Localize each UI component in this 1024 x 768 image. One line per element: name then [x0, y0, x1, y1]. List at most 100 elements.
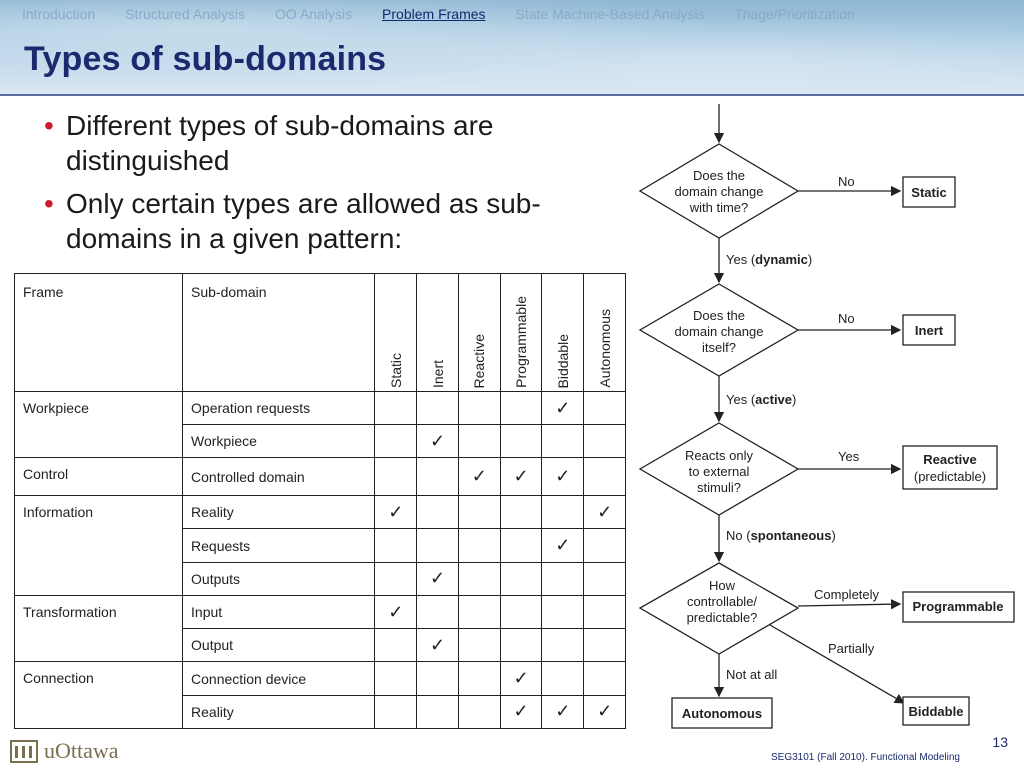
empty-cell [374, 457, 418, 497]
empty-cell [499, 594, 543, 630]
course-label: SEG3101 (Fall 2010). Functional Modeling [771, 752, 960, 763]
box-reactive: Reactive [923, 452, 976, 467]
nav-item-triage-prioritization[interactable]: Triage/Prioritization [734, 6, 855, 22]
check-icon: ✓ [457, 457, 501, 497]
subdomain-name: Reality [182, 694, 376, 730]
table-row: Workpiece✓ [15, 424, 626, 459]
subdomain-flowchart: Does the domain change with time? Does t… [638, 104, 1015, 729]
q1-line1: Does the [693, 168, 745, 183]
q1-line3: with time? [689, 200, 749, 215]
slide-title: Types of sub-domains [24, 40, 387, 78]
empty-cell [457, 561, 501, 596]
empty-cell [416, 661, 459, 696]
yes-active-label: Yes (active) [726, 392, 796, 407]
box-autonomous: Autonomous [682, 706, 762, 721]
check-icon: ✓ [541, 390, 585, 426]
check-icon: ✓ [416, 561, 459, 596]
check-icon: ✓ [374, 495, 418, 530]
empty-cell [457, 528, 501, 563]
footer: uOttawa 13 SEG3101 (Fall 2010). Function… [0, 734, 1024, 768]
q1-line2: domain change [675, 184, 764, 199]
check-icon: ✓ [499, 457, 543, 497]
check-icon: ✓ [499, 661, 543, 696]
empty-cell [499, 561, 543, 596]
bullet-icon: • [44, 110, 54, 141]
empty-cell [583, 628, 626, 663]
empty-cell [416, 390, 459, 426]
type-header-reactive: Reactive [457, 273, 501, 392]
table-row: Reality✓✓✓ [15, 694, 626, 730]
no-label-1: No [838, 174, 855, 189]
check-icon: ✓ [374, 594, 418, 630]
bullet-list: • Different types of sub-domains are dis… [44, 108, 614, 264]
empty-cell [416, 694, 459, 730]
empty-cell [499, 528, 543, 563]
empty-cell [374, 561, 418, 596]
subdomain-name: Requests [182, 528, 376, 563]
q2-line3: itself? [702, 340, 736, 355]
logo-text: uOttawa [44, 738, 119, 763]
empty-cell [541, 594, 585, 630]
table-row: Requests ✓ [15, 528, 626, 563]
q3-line2: to external [689, 464, 750, 479]
empty-cell [374, 528, 418, 563]
empty-cell [457, 390, 501, 426]
subdomain-header: Sub-domain [182, 273, 376, 392]
subdomain-name: Input [182, 594, 376, 630]
check-icon: ✓ [541, 528, 585, 563]
empty-cell [374, 661, 418, 696]
section-nav: Introduction Structured Analysis OO Analys… [22, 6, 1004, 22]
empty-cell [583, 390, 626, 426]
empty-cell [499, 495, 543, 530]
check-icon: ✓ [583, 495, 626, 530]
q4-line3: predictable? [687, 610, 758, 625]
empty-cell [499, 628, 543, 663]
empty-cell [583, 528, 626, 563]
q2-line2: domain change [675, 324, 764, 339]
nav-item-oo-analysis[interactable]: OO Analysis [275, 6, 353, 22]
empty-cell [374, 390, 418, 426]
frame-name: Transformation [13, 594, 184, 663]
empty-cell [583, 594, 626, 630]
subdomain-name: Reality [182, 495, 376, 530]
empty-cell [457, 628, 501, 663]
header-divider [0, 94, 1024, 96]
nav-item-structured-analysis[interactable]: Structured Analysis [125, 6, 246, 22]
empty-cell [499, 390, 543, 426]
box-programmable: Programmable [912, 599, 1003, 614]
empty-cell [457, 694, 501, 730]
frame-name: Connection [13, 661, 184, 729]
subdomain-name: Operation requests [182, 390, 376, 426]
header-banner: Introduction Structured Analysis OO Analys… [0, 0, 1024, 96]
yes-dynamic-label: Yes (dynamic) [726, 252, 812, 267]
empty-cell [583, 561, 626, 596]
bullet-text: Only certain types are allowed as sub-do… [66, 188, 541, 254]
empty-cell [457, 661, 501, 696]
empty-cell [541, 495, 585, 530]
empty-cell [416, 594, 459, 630]
subdomain-name: Outputs [182, 561, 376, 596]
empty-cell [499, 424, 543, 459]
type-header-static: Static [374, 273, 418, 392]
bullet-text: Different types of sub-domains are disti… [66, 110, 494, 176]
empty-cell [541, 628, 585, 663]
empty-cell [541, 424, 585, 459]
box-biddable: Biddable [909, 704, 964, 719]
not-at-all-label: Not at all [726, 667, 777, 682]
table-row: Output✓ [15, 628, 626, 663]
empty-cell [416, 457, 459, 497]
frame-name: Workpiece [13, 390, 184, 459]
frame-name: Control [13, 457, 184, 497]
uottawa-logo: uOttawa [10, 738, 119, 764]
nav-item-problem-frames[interactable]: Problem Frames [382, 6, 486, 22]
empty-cell [457, 424, 501, 459]
check-icon: ✓ [583, 694, 626, 730]
check-icon: ✓ [416, 628, 459, 663]
subdomain-name: Workpiece [182, 424, 376, 459]
nav-item-state-machine-based-analysis[interactable]: State Machine-Based Analysis [515, 6, 705, 22]
nav-item-introduction[interactable]: Introduction [22, 6, 96, 22]
